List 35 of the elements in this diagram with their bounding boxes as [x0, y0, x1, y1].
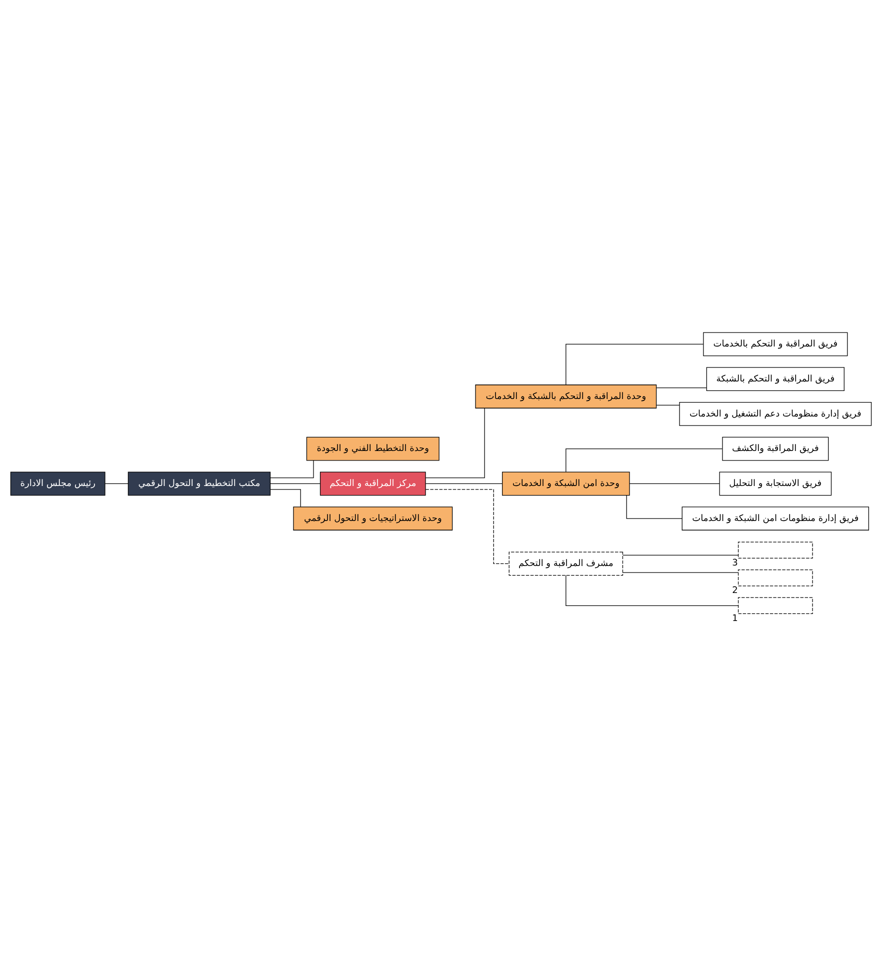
node-box: فريق المراقبة و التحكم بالخدمات: [703, 332, 848, 356]
node-label: 3: [732, 558, 738, 568]
node-box: وحدة التخطيط الفني و الجودة: [306, 436, 440, 460]
node-box: [738, 541, 813, 558]
connector: [629, 482, 720, 484]
node-box: [738, 596, 813, 614]
connector: [566, 343, 704, 384]
node-box: مشرف المراقبة و التحكم: [508, 551, 624, 576]
connector: [566, 574, 739, 606]
connector: [425, 482, 503, 484]
node-label: 2: [732, 586, 738, 596]
node-box: وحدة المراقبة و التحكم بالشبكة و الخدمات: [475, 384, 657, 408]
connector: [425, 407, 485, 478]
node-box: مكتب التخطيط و التحول الرقمي: [128, 471, 271, 496]
node-label: 1: [732, 613, 738, 624]
node-box: مركز المراقبة و التحكم: [320, 471, 426, 496]
connector: [656, 386, 707, 388]
connector: [425, 488, 510, 564]
connector: [270, 460, 314, 478]
node-box: فريق الاستجابة و التحليل: [719, 471, 832, 496]
node-box: رئيس مجلس الادارة: [10, 471, 106, 496]
node-box: [738, 569, 813, 586]
connector: [656, 404, 680, 406]
node-box: فريق المراقبة و التحكم بالشبكة: [706, 366, 844, 390]
connector: [566, 448, 723, 472]
node-box: فريق المراقبة والكشف: [722, 436, 829, 460]
connector: [104, 482, 128, 484]
node-box: فريق إدارة منظومات دعم التشغيل و الخدمات: [679, 401, 872, 426]
node-box: وحدة امن الشبكة و الخدمات: [502, 471, 630, 496]
connector: [626, 494, 682, 518]
connector: [622, 554, 739, 555]
connector: [270, 482, 321, 484]
node-box: فريق إدارة منظومات امن الشبكة و الخدمات: [682, 506, 870, 530]
connector: [270, 488, 301, 507]
node-box: وحدة الاستراتيجيات و التحول الرقمي: [293, 506, 453, 530]
